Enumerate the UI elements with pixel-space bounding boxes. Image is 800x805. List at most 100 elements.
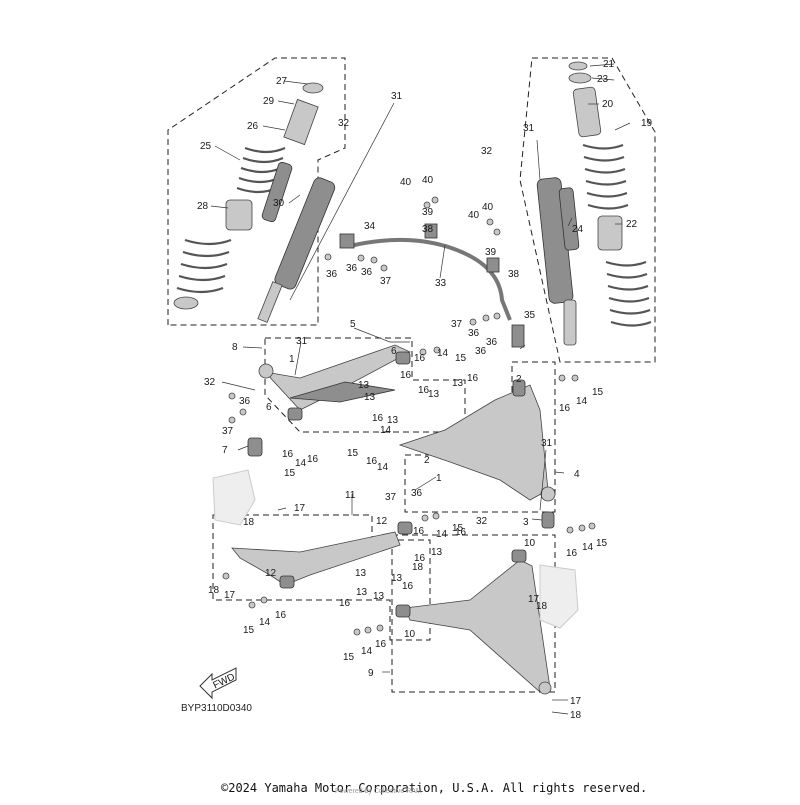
fwd-arrow-icon: FWD — [199, 667, 237, 700]
callout-14-a: 14 — [437, 348, 449, 359]
right-knuckle-ghost — [539, 564, 579, 629]
fasteners — [222, 196, 596, 636]
callout-32-top: 32 — [338, 118, 350, 129]
callout-40-d: 40 — [482, 202, 494, 213]
callout-32-low: 32 — [476, 516, 488, 527]
callout-23: 23 — [597, 74, 609, 85]
bushing-12-top — [397, 521, 413, 535]
callout-6-bottom: 6 — [266, 402, 272, 413]
callout-15-d: 15 — [347, 448, 359, 459]
callout-16-k: 16 — [455, 527, 467, 538]
bushing-2 — [512, 379, 526, 397]
callout-16-m: 16 — [414, 553, 426, 564]
spring-guide-29 — [283, 98, 319, 146]
callout-36-f: 36 — [475, 346, 487, 357]
callout-14-g: 14 — [582, 542, 594, 553]
callout-16-a: 16 — [414, 353, 426, 364]
right-shock-reservoir-24 — [558, 187, 580, 251]
callout-30: 30 — [273, 198, 285, 209]
callout-25: 25 — [200, 141, 212, 152]
callout-12-a: 12 — [376, 516, 388, 527]
bushing-38-top — [424, 223, 438, 239]
bushing-10-top — [511, 549, 527, 563]
callout-39-b: 39 — [485, 247, 497, 258]
left-shock-rod — [257, 281, 283, 323]
left-shock-absorber — [257, 161, 336, 323]
callout-18-c: 18 — [208, 585, 220, 596]
right-shock-rod — [563, 299, 577, 346]
lower-spring — [176, 238, 232, 294]
spring-seat-28 — [225, 199, 253, 231]
callout-17-a: 17 — [294, 503, 306, 514]
callout-labels: 2 7 29 2 6 25 28 30 32 31 34 36 36 36 37 3… — [197, 59, 653, 721]
upper-arm-ball-joint — [258, 363, 274, 379]
callout-28: 28 — [197, 201, 209, 212]
right-shock-spring-group-outline — [519, 57, 656, 363]
callout-40-b: 40 — [422, 175, 434, 186]
bracket-34 — [339, 233, 355, 249]
left-spring-assembly — [173, 82, 324, 310]
callout-16-c: 16 — [418, 385, 430, 396]
callout-12-b: 12 — [265, 568, 277, 579]
callout-10-b: 10 — [404, 629, 416, 640]
callout-13-j: 13 — [373, 591, 385, 602]
callout-16-o: 16 — [339, 598, 351, 609]
callout-18-e: 18 — [570, 710, 582, 721]
left-knuckle-ghost — [212, 469, 256, 526]
upper-spring-22 — [582, 143, 629, 210]
callout-16-j: 16 — [413, 526, 425, 537]
callout-13-f: 13 — [431, 547, 443, 558]
bushing-7 — [247, 437, 263, 457]
upper-spring-26 — [236, 146, 286, 194]
callout-16-e: 16 — [559, 403, 571, 414]
callout-13-a: 13 — [358, 380, 370, 391]
callout-10-a: 10 — [524, 538, 536, 549]
callout-33: 33 — [435, 278, 447, 289]
callout-14-b: 14 — [576, 396, 588, 407]
callout-29: 29 — [263, 96, 275, 107]
callout-14-c: 14 — [380, 425, 392, 436]
callout-35: 35 — [524, 310, 536, 321]
callout-14-e: 14 — [377, 462, 389, 473]
callout-13-d: 13 — [364, 392, 376, 403]
callout-2-bottom: 2 — [424, 455, 430, 466]
spring-seat-22 — [597, 215, 623, 251]
callout-38-a: 38 — [422, 224, 434, 235]
callout-39-a: 39 — [422, 207, 434, 218]
callout-13-c: 13 — [428, 389, 440, 400]
callout-38-b: 38 — [508, 269, 520, 280]
watermark: Powered by Collective RAM — [335, 788, 422, 795]
callout-34: 34 — [364, 221, 376, 232]
lower-spring-right — [605, 260, 652, 327]
callout-16-l: 16 — [566, 548, 578, 559]
callout-36-g: 36 — [239, 396, 251, 407]
callout-32-right: 32 — [481, 146, 493, 157]
callout-21: 21 — [603, 59, 615, 70]
callout-14-f: 14 — [436, 529, 448, 540]
callout-18-a: 18 — [243, 517, 255, 528]
callout-8: 8 — [232, 342, 238, 353]
callout-11: 11 — [345, 490, 356, 501]
callout-36-a: 36 — [326, 269, 338, 280]
left-shock-body — [274, 177, 336, 290]
callout-14-h: 14 — [259, 617, 271, 628]
bushing-38-right — [486, 257, 500, 273]
callout-31-right-low: 31 — [541, 438, 553, 449]
callout-15-e: 15 — [452, 523, 464, 534]
callout-2-top: 2 — [516, 374, 522, 385]
upper-arm-right-ball-joint — [540, 486, 556, 502]
link-rod-35 — [511, 324, 525, 348]
callout-37-c: 37 — [222, 426, 234, 437]
callout-32-left: 32 — [204, 377, 216, 388]
callout-36-h: 36 — [411, 488, 423, 499]
callout-37-d: 37 — [385, 492, 397, 503]
spring-guide-20 — [572, 86, 602, 138]
callout-1-hidden: 1 — [289, 354, 295, 365]
callout-7: 7 — [222, 445, 228, 456]
collar-27 — [302, 82, 324, 94]
callout-36-e: 36 — [486, 337, 498, 348]
callout-15-f: 15 — [596, 538, 608, 549]
stabilizer-bar-33 — [349, 237, 512, 321]
callout-31-mid: 31 — [296, 336, 308, 347]
